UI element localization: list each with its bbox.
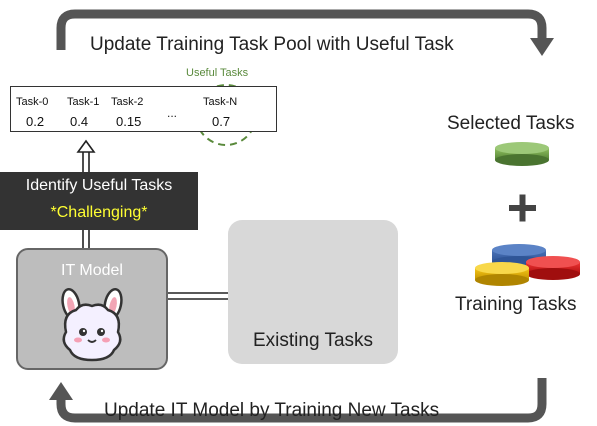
task-score: 0.4 bbox=[70, 114, 89, 129]
bottom-loop-arrow bbox=[49, 378, 547, 423]
model-to-existing-connector bbox=[166, 292, 228, 300]
existing-tasks-box bbox=[228, 220, 398, 364]
task-name-useful: Task-N bbox=[203, 96, 238, 108]
task-score: 0.15 bbox=[116, 114, 142, 129]
it-model-box: IT Model bbox=[16, 248, 168, 370]
existing-tasks-label: Existing Tasks bbox=[252, 330, 374, 351]
selected-tasks-label: Selected Tasks bbox=[447, 113, 575, 134]
task-name: Task-1 bbox=[67, 96, 100, 108]
task-score: 0.2 bbox=[26, 114, 45, 129]
it-model-label: IT Model bbox=[61, 262, 123, 279]
task-name: Task-2 bbox=[111, 96, 144, 108]
plus-icon bbox=[509, 194, 536, 222]
task-score-useful: 0.7 bbox=[212, 114, 231, 129]
bottom-loop-label: Update IT Model by Training New Tasks bbox=[104, 400, 440, 421]
top-loop-label: Update Training Task Pool with Useful Ta… bbox=[90, 34, 454, 55]
identify-challenging-note: *Challenging* bbox=[50, 204, 148, 221]
identify-to-table-arrow bbox=[76, 139, 96, 172]
task-ellipsis: ... bbox=[167, 106, 178, 120]
identify-useful-tasks-box: Identify Useful Tasks *Challenging* bbox=[0, 172, 198, 230]
selected-tasks-disc bbox=[495, 142, 549, 166]
task-name: Task-0 bbox=[16, 96, 49, 108]
identify-title: Identify Useful Tasks bbox=[25, 177, 173, 194]
task-score-table bbox=[10, 86, 277, 132]
training-tasks-label: Training Tasks bbox=[455, 294, 577, 315]
useful-tasks-label: Useful Tasks bbox=[186, 67, 249, 79]
top-loop-arrow bbox=[56, 9, 554, 56]
llama-icon bbox=[61, 287, 123, 362]
training-tasks-discs bbox=[475, 244, 580, 286]
model-to-identify-connector bbox=[82, 230, 90, 248]
